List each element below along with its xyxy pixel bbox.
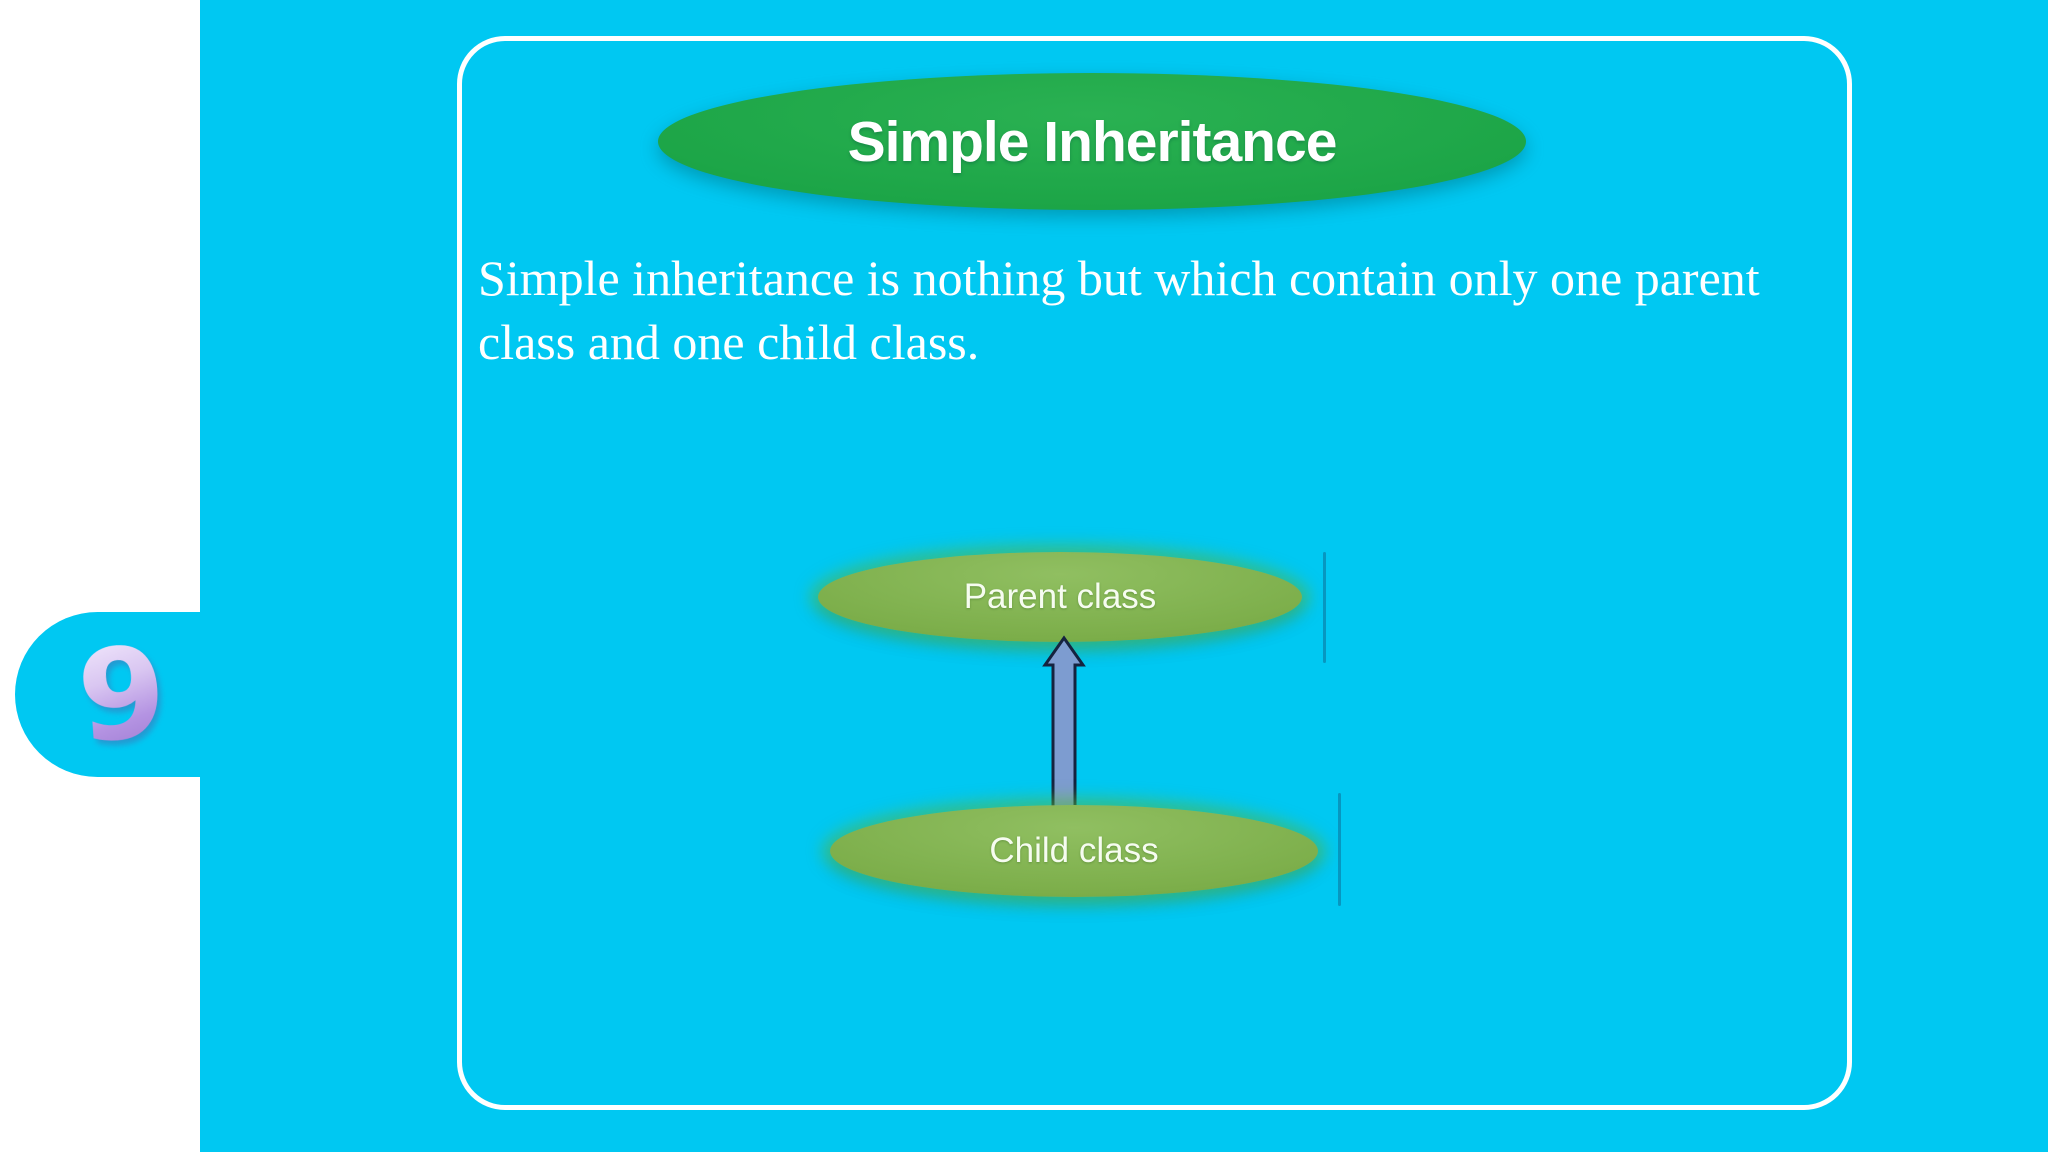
cursor-artifact-line-child: [1338, 793, 1341, 906]
page-number-badge: 9: [73, 617, 171, 771]
body-line-2: class and one child class.: [478, 314, 980, 370]
child-class-node: Child class: [830, 805, 1318, 897]
page-number-tab: 9: [15, 612, 207, 777]
child-class-label: Child class: [989, 831, 1159, 870]
body-line-1: Simple inheritance is nothing but which …: [478, 250, 1760, 306]
title-ellipse: Simple Inheritance: [658, 73, 1526, 210]
inheritance-arrow-icon: [1042, 635, 1086, 812]
slide-frame-border: [457, 36, 1852, 1110]
parent-class-node: Parent class: [818, 552, 1302, 642]
cursor-artifact-line-parent: [1323, 552, 1326, 663]
left-white-gutter: [0, 0, 200, 1152]
slide-title: Simple Inheritance: [847, 109, 1338, 174]
slide-body-paragraph: Simple inheritance is nothing but which …: [478, 246, 1828, 374]
parent-class-label: Parent class: [963, 577, 1157, 616]
